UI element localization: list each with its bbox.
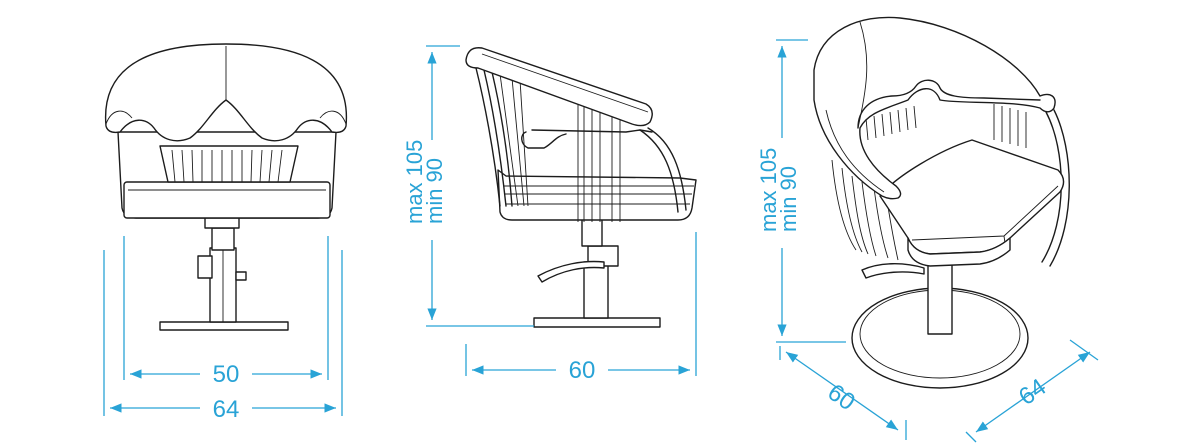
side-view bbox=[465, 47, 697, 328]
front-outer-width-dimension: 64 bbox=[103, 250, 343, 423]
perspective-height-max-label: max 105 bbox=[756, 148, 781, 232]
front-inner-width-dimension: 50 bbox=[123, 236, 329, 388]
perspective-height-dimension: max 105 min 90 bbox=[754, 39, 846, 343]
perspective-view bbox=[813, 16, 1070, 389]
side-depth-label: 60 bbox=[569, 357, 596, 384]
perspective-width-label: 64 bbox=[1014, 373, 1051, 410]
front-view bbox=[105, 43, 347, 331]
side-height-min-label: min 90 bbox=[422, 158, 447, 224]
perspective-height-min-label: min 90 bbox=[776, 166, 801, 232]
perspective-depth-label: 60 bbox=[823, 379, 860, 416]
front-inner-width-label: 50 bbox=[213, 361, 240, 388]
side-depth-dimension: 60 bbox=[465, 232, 697, 384]
front-outer-width-label: 64 bbox=[213, 396, 240, 423]
side-height-max-label: max 105 bbox=[402, 140, 427, 224]
side-height-dimension: max 105 min 90 bbox=[402, 45, 534, 327]
